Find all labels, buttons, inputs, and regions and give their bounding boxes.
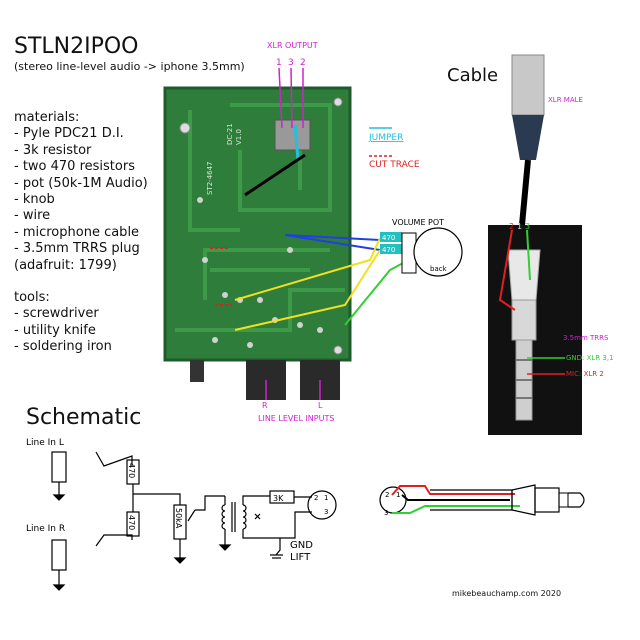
schematic-title: Schematic <box>26 405 142 430</box>
resistor-label: 470 <box>382 234 395 242</box>
mounting-hole <box>333 97 343 107</box>
cable-pin-label: 3 <box>525 222 530 231</box>
material-item: - Pyle PDC21 D.I. <box>14 126 124 142</box>
resistor-470 <box>380 232 402 242</box>
materials-heading: materials: <box>14 110 80 125</box>
cable-title: Cable <box>447 65 499 86</box>
line-in-l-label: Line In L <box>26 438 64 448</box>
gnd-lift-line1: GND <box>290 540 313 551</box>
mic-cable <box>519 159 531 226</box>
plug-body <box>511 484 536 516</box>
blue-wire <box>284 234 381 251</box>
credit: mikebeauchamp.com 2020 <box>452 589 562 598</box>
plug-sleeve <box>534 487 560 513</box>
schem-xlr-pin: 2 <box>314 494 318 502</box>
pot-label: 50kA <box>174 508 183 529</box>
input-r-label: R <box>262 401 268 410</box>
line-in-r-label: Line In R <box>26 524 65 534</box>
volume-pot-label: VOLUME POT <box>392 218 444 227</box>
yellow-wire <box>234 249 381 331</box>
jack-side <box>190 360 204 382</box>
plug-xlr-pin: 1 <box>396 491 400 499</box>
schematic-lines <box>51 451 337 591</box>
xlr-pin-label: 1 <box>276 58 282 68</box>
tool-item: - soldering iron <box>14 339 112 355</box>
plug-xlr-pin: 3 <box>384 509 388 517</box>
xlr-pin-label: 2 <box>300 58 306 68</box>
plug-red-wire <box>391 485 515 496</box>
mic-label: MIC: XLR 2 <box>566 370 604 378</box>
cable-pin-label: 2 <box>509 222 514 231</box>
trrs-rings <box>516 359 532 399</box>
jumper-legend-label: JUMPER <box>368 133 403 143</box>
trrs-label: 3.5mm TRRS <box>563 334 609 342</box>
cable-red-wire <box>498 229 516 311</box>
material-item: - 3k resistor <box>14 142 92 158</box>
page-subtitle: (stereo line-level audio -> iphone 3.5mm… <box>14 60 245 73</box>
materials-list: materials: - Pyle PDC21 D.I. - 3k resist… <box>14 110 148 356</box>
silkscreen-model: DC-21V1.0 <box>226 123 243 145</box>
cable-pin-label: 1 <box>517 222 522 231</box>
r2-label: 470 <box>127 515 136 530</box>
r3-label: 3K <box>273 494 284 503</box>
gnd-lift-label: GND LIFT <box>290 540 316 563</box>
line-level-inputs-label: LINE LEVEL INPUTS <box>258 414 334 423</box>
xlr-male-label: XLR MALE <box>548 96 583 104</box>
cable-green-wire <box>526 229 531 281</box>
material-item: - microphone cable <box>14 224 140 240</box>
schem-xlr-pin: 1 <box>324 494 328 502</box>
mounting-hole <box>179 122 191 134</box>
xlr-boot <box>512 115 544 160</box>
resistor-470 <box>380 244 402 254</box>
plug-tip <box>568 492 585 508</box>
blue-wire <box>284 234 381 241</box>
pot-back-label: back <box>430 265 448 273</box>
material-item: - pot (50k-1M Audio) <box>14 175 148 191</box>
xlr-pin-label: 3 <box>288 58 294 68</box>
plug-green-wire <box>392 505 520 514</box>
silkscreen-code: ST2-4647 <box>206 161 214 195</box>
black-wire <box>244 153 306 197</box>
cut-legend-label: CUT TRACE <box>369 160 420 170</box>
xlr-output-label: XLR OUTPUT <box>267 41 318 50</box>
tools-heading: tools: <box>14 290 50 306</box>
tool-item: - screwdriver <box>14 306 99 322</box>
volume-pot-circle <box>413 227 463 277</box>
xlr-male-connector <box>511 54 545 116</box>
material-item: - knob <box>14 192 55 208</box>
yellow-wire <box>234 237 381 301</box>
xlr-pin-leaders <box>278 67 304 129</box>
input-l-label: L <box>318 401 323 410</box>
resistor-label: 470 <box>382 246 395 254</box>
tool-item: - utility knife <box>14 322 96 338</box>
jumper-wire <box>293 124 300 161</box>
trrs-collar <box>511 299 537 341</box>
gnd-lift-line2: LIFT <box>290 552 311 563</box>
material-item: (adafruit: 1799) <box>14 257 117 273</box>
material-item: - two 470 resistors <box>14 159 135 175</box>
plug-black-wire <box>401 494 510 501</box>
material-item: - 3.5mm TRRS plug <box>14 241 140 257</box>
schem-xlr-pin: 3 <box>324 508 328 516</box>
plug-xlr-pin: 2 <box>385 491 389 499</box>
pcb-board <box>165 88 350 360</box>
mounting-hole <box>333 345 343 355</box>
r1-label: 470 <box>127 463 136 478</box>
gnd-label: GND: XLR 3,1 <box>566 354 614 362</box>
material-item: - wire <box>14 208 51 224</box>
page-title: STLN2IPOO <box>14 34 139 59</box>
